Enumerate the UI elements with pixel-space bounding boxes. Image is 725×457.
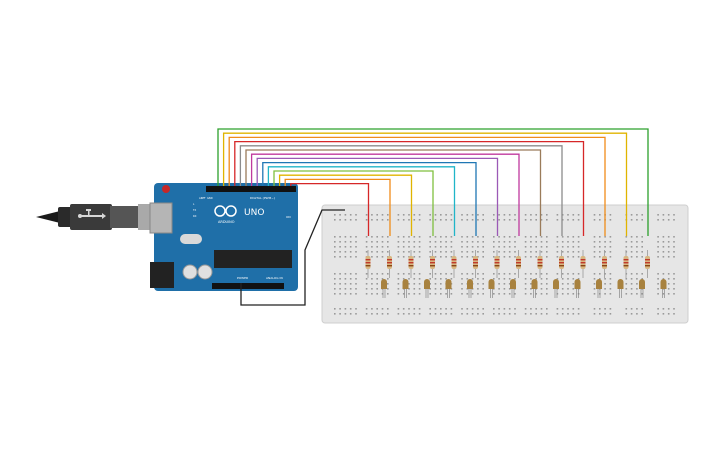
signal-wires[interactable] (217, 128, 649, 236)
led[interactable] (424, 279, 430, 298)
resistor[interactable] (430, 250, 435, 278)
tx-label: TX (193, 208, 197, 212)
led[interactable] (531, 279, 538, 298)
led[interactable] (596, 279, 602, 298)
signal-wire[interactable] (262, 161, 477, 236)
l-label: L (193, 202, 195, 206)
board-model: UNO (244, 208, 264, 218)
signal-wire[interactable] (234, 140, 585, 236)
signal-wire[interactable] (278, 174, 413, 236)
led[interactable] (510, 279, 516, 298)
reset-button[interactable] (162, 185, 170, 193)
signal-wire[interactable] (250, 153, 520, 236)
usb-port (149, 202, 173, 234)
digital-header[interactable] (206, 186, 296, 192)
signal-wire[interactable] (228, 136, 606, 236)
board-brand: ARDUINO (218, 220, 235, 224)
power-label: POWER (237, 276, 248, 280)
resistor[interactable] (408, 250, 414, 278)
led[interactable] (660, 279, 667, 298)
led[interactable] (445, 279, 452, 298)
atmega-chip (214, 250, 292, 268)
resistor[interactable] (645, 250, 650, 278)
led[interactable] (467, 279, 473, 298)
capacitor-2 (197, 264, 213, 280)
resistor[interactable] (473, 250, 478, 278)
led[interactable] (381, 279, 387, 298)
led[interactable] (574, 279, 581, 298)
power-jack (150, 262, 174, 288)
resistor[interactable] (602, 250, 607, 278)
breadboard[interactable] (321, 204, 689, 324)
gnd-label: GND (207, 196, 213, 200)
signal-wire[interactable] (245, 149, 542, 236)
power-analog-header[interactable] (212, 283, 284, 289)
led[interactable] (639, 279, 645, 298)
resistor[interactable] (451, 250, 457, 278)
signal-wire[interactable] (256, 157, 499, 236)
ground-wire[interactable] (240, 209, 345, 306)
signal-wire[interactable] (290, 182, 370, 236)
led[interactable] (402, 279, 409, 298)
digital-label: DIGITAL (PWM~) (250, 196, 275, 200)
on-label: ON (286, 215, 291, 219)
signal-wire[interactable] (284, 178, 391, 236)
aref-label: AREF (199, 196, 206, 200)
signal-wire[interactable] (217, 128, 649, 236)
resistor[interactable] (516, 250, 521, 278)
resistor[interactable] (623, 250, 629, 278)
signal-wire[interactable] (273, 170, 434, 236)
resistor[interactable] (365, 250, 371, 278)
crystal (180, 234, 202, 244)
arduino-uno-board[interactable]: UNO ARDUINO DIGITAL (PWM~) POWER ANALOG … (149, 183, 298, 291)
led[interactable] (553, 279, 559, 298)
analog-label: ANALOG IN (266, 276, 283, 280)
resistor[interactable] (494, 250, 500, 278)
resistor[interactable] (580, 250, 586, 278)
resistor[interactable] (559, 250, 564, 278)
capacitor-1 (182, 264, 198, 280)
resistor[interactable] (537, 250, 543, 278)
led[interactable] (488, 279, 495, 298)
signal-wire[interactable] (239, 145, 563, 236)
led-resistor-array[interactable] (365, 250, 667, 298)
arduino-logo-icon (214, 205, 237, 217)
led[interactable] (617, 279, 624, 298)
signal-wire[interactable] (222, 132, 628, 236)
signal-wire[interactable] (267, 166, 456, 236)
rx-label: RX (193, 214, 197, 218)
usb-icon (78, 209, 106, 219)
resistor[interactable] (387, 250, 392, 278)
